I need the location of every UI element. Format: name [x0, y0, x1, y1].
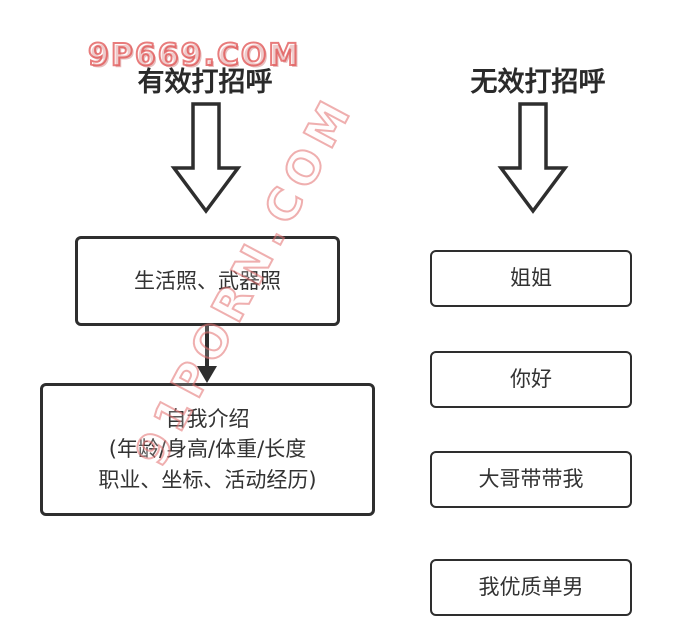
connector-arrow-icon — [197, 324, 217, 383]
effective-step-photos-label: 生活照、武器照 — [134, 268, 281, 293]
ineffective-item-label: 大哥带带我 — [478, 467, 584, 492]
ineffective-item-box: 大哥带带我 — [430, 451, 632, 508]
left-column-title: 有效打招呼 — [137, 67, 273, 98]
down-arrow-icon — [497, 102, 569, 214]
effective-step-intro-box: 自我介绍 (年龄/身高/体重/长度 职业、坐标、活动经历) — [40, 383, 375, 516]
ineffective-item-label: 你好 — [510, 367, 552, 392]
effective-step-photos-box: 生活照、武器照 — [75, 236, 340, 326]
ineffective-item-label: 我优质单男 — [478, 575, 584, 600]
intro-line-1: 自我介绍 — [165, 406, 250, 431]
ineffective-item-box: 你好 — [430, 351, 632, 408]
right-column-title: 无效打招呼 — [470, 67, 606, 98]
ineffective-item-box: 姐姐 — [430, 250, 632, 307]
ineffective-item-box: 我优质单男 — [430, 559, 632, 616]
intro-line-3: 职业、坐标、活动经历) — [98, 467, 317, 492]
down-arrow-icon — [170, 102, 242, 214]
ineffective-item-label: 姐姐 — [510, 266, 552, 291]
intro-line-2: (年龄/身高/体重/长度 — [108, 437, 307, 462]
